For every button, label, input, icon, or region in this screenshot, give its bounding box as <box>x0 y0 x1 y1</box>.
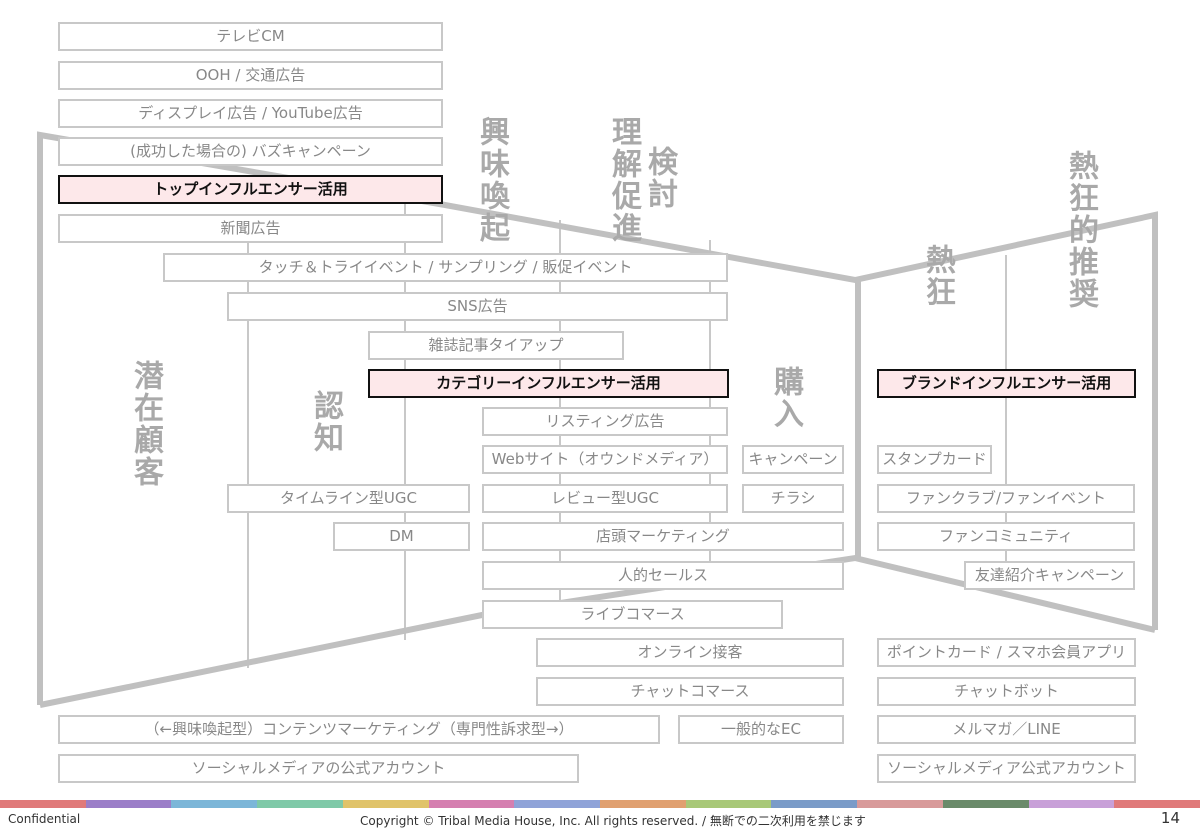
stage-consideration: 検討 <box>642 146 677 210</box>
box-buzz-campaign: (成功した場合の) バズキャンペーン <box>58 137 443 166</box>
funnel-top-outline <box>37 131 1158 705</box>
box-fan-community: ファンコミュニティ <box>877 522 1135 551</box>
footer-band-segment <box>1114 800 1200 808</box>
box-fanclub: ファンクラブ/ファンイベント <box>877 484 1135 513</box>
box-magazine: 雑誌記事タイアップ <box>368 331 624 360</box>
box-tv-cm: テレビCM <box>58 22 443 51</box>
footer-confidential: Confidential <box>8 812 81 826</box>
box-referral: 友達紹介キャンペーン <box>964 561 1135 590</box>
footer-band-segment <box>171 800 258 808</box>
footer-band-segment <box>342 800 429 808</box>
box-sns-ad: SNS広告 <box>227 292 728 321</box>
box-personal-sales: 人的セールス <box>482 561 844 590</box>
box-social-official-right: ソーシャルメディア公式アカウント <box>877 754 1136 783</box>
box-dm: DM <box>333 522 470 551</box>
footer-band-segment <box>1028 800 1115 808</box>
box-brand-influencer: ブランドインフルエンサー活用 <box>877 369 1136 398</box>
stage-latent: 潜在顧客 <box>128 360 163 488</box>
stage-enthusiasm: 熱狂 <box>920 244 955 308</box>
footer-band-segment <box>857 800 943 808</box>
stage-understanding: 理解促進 <box>606 116 641 244</box>
stage-interest: 興味喚起 <box>474 116 509 244</box>
stage-advocacy: 熱狂的推奨 <box>1063 150 1098 310</box>
box-mail-line: メルマガ／LINE <box>877 715 1136 744</box>
box-top-influencer: トップインフルエンサー活用 <box>58 175 443 204</box>
box-ooh: OOH / 交通広告 <box>58 61 443 90</box>
footer-band-segment <box>771 800 858 808</box>
box-store-marketing: 店頭マーケティング <box>482 522 844 551</box>
box-website: Webサイト（オウンドメディア） <box>482 445 728 474</box>
box-newspaper: 新聞広告 <box>58 214 443 243</box>
box-category-influencer: カテゴリーインフルエンサー活用 <box>368 369 729 398</box>
footer-band-segment <box>514 800 601 808</box>
footer-band-segment <box>257 800 343 808</box>
box-listing: リスティング広告 <box>482 407 728 436</box>
box-review-ugc: レビュー型UGC <box>482 484 728 513</box>
box-content-marketing: （←興味喚起型）コンテンツマーケティング（専門性訴求型→） <box>58 715 660 744</box>
footer-band-segment <box>600 800 686 808</box>
box-timeline-ugc: タイムライン型UGC <box>227 484 470 513</box>
footer-band-segment <box>0 800 86 808</box>
footer-band-segment <box>942 800 1029 808</box>
box-flyer: チラシ <box>742 484 844 513</box>
box-chatbot: チャットボット <box>877 677 1136 706</box>
box-campaign: キャンペーン <box>742 445 844 474</box>
stage-purchase: 購入 <box>768 366 803 430</box>
footer-color-band <box>0 800 1200 808</box>
box-stamp-card: スタンプカード <box>877 445 992 474</box>
box-social-official: ソーシャルメディアの公式アカウント <box>58 754 579 783</box>
stage-awareness: 認知 <box>308 390 343 454</box>
box-live-commerce: ライブコマース <box>482 600 783 629</box>
box-display-ad: ディスプレイ広告 / YouTube広告 <box>58 99 443 128</box>
footer-band-segment <box>685 800 772 808</box>
page-number: 14 <box>1160 809 1180 827</box>
box-point-card: ポイントカード / スマホ会員アプリ <box>877 638 1136 667</box>
footer-band-segment <box>85 800 172 808</box>
box-general-ec: 一般的なEC <box>678 715 844 744</box>
box-touch-try: タッチ＆トライイベント / サンプリング / 販促イベント <box>163 253 728 282</box>
box-online-service: オンライン接客 <box>536 638 844 667</box>
box-chat-commerce: チャットコマース <box>536 677 844 706</box>
footer-copyright: Copyright © Tribal Media House, Inc. All… <box>360 814 866 828</box>
footer-band-segment <box>428 800 515 808</box>
